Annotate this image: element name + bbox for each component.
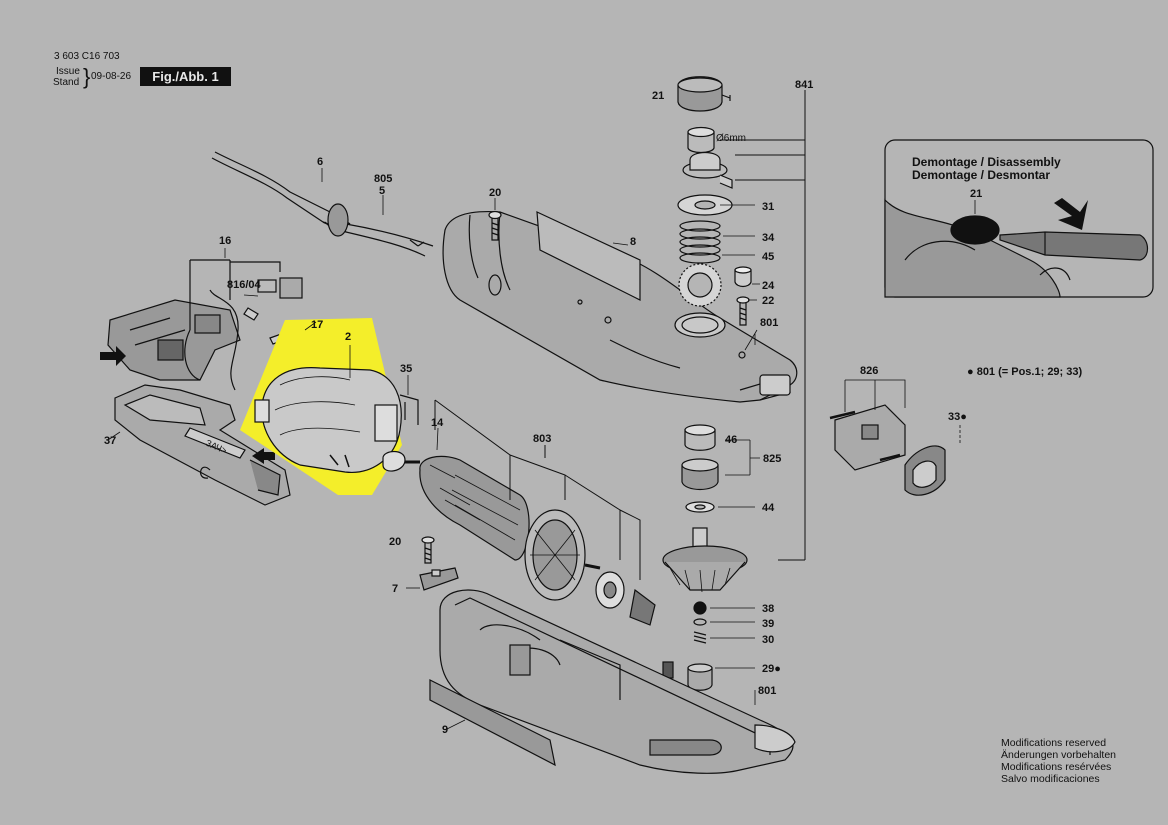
bearing-stack xyxy=(681,424,760,513)
label-35: 35 xyxy=(400,363,412,375)
label-841: 841 xyxy=(795,79,813,91)
label-7: 7 xyxy=(392,583,398,595)
label-38: 38 xyxy=(762,603,774,615)
brush-holder-826 xyxy=(829,379,961,496)
label-17: 17 xyxy=(311,319,323,331)
label-44: 44 xyxy=(762,502,775,514)
issue-date: 09-08-26 xyxy=(91,71,132,82)
label-45: 45 xyxy=(762,251,774,263)
small-parts xyxy=(662,601,755,691)
screw-20-top xyxy=(488,198,502,241)
label-805: 805 xyxy=(374,173,392,185)
disassembly-inset xyxy=(884,139,1154,298)
screw-20-and-part-7 xyxy=(406,536,459,591)
bracket-841 xyxy=(720,90,806,561)
power-cord xyxy=(211,151,434,257)
label-22: 22 xyxy=(762,295,774,307)
label-2: 2 xyxy=(345,331,351,343)
label-46: 46 xyxy=(725,434,737,446)
base-housing xyxy=(429,589,796,774)
label-24: 24 xyxy=(762,280,775,292)
brush-assembly xyxy=(100,259,303,391)
label-801-a: 801 xyxy=(760,317,778,329)
leader-lines-misc xyxy=(107,168,758,731)
label-21-top: 21 xyxy=(652,90,664,102)
label-816-04: 816/04 xyxy=(227,279,262,291)
clip-35 xyxy=(399,375,419,425)
part-labels: 21 Ø6mm 841 31 34 45 24 22 801 6 805 5 2… xyxy=(104,79,982,736)
gear-head-stack xyxy=(677,76,760,326)
legend-note: ● 801 (= Pos.1; 29; 33) xyxy=(967,366,1083,378)
modification-line: Modifications reserved xyxy=(1001,737,1107,749)
inset-title-line2: Demontage / Desmontar xyxy=(912,168,1051,182)
modification-line: Änderungen vorbehalten xyxy=(1001,749,1117,761)
label-30: 30 xyxy=(762,634,774,646)
spring-34 xyxy=(679,220,721,264)
label-826: 826 xyxy=(860,365,878,377)
label-34: 34 xyxy=(762,232,775,244)
stator-2 xyxy=(240,318,402,495)
label-dia-note: Ø6mm xyxy=(716,133,746,144)
label-803: 803 xyxy=(533,433,551,445)
label-20-a: 20 xyxy=(489,187,501,199)
modifications-block: Modifications reserved Änderungen vorbeh… xyxy=(1001,737,1116,785)
figure-label: Fig./Abb. 1 xyxy=(140,67,231,86)
label-801-b: 801 xyxy=(758,685,776,697)
switch-bar-37: ЗАЧ> xyxy=(114,384,291,506)
motor-housing xyxy=(442,210,798,403)
label-33: 33● xyxy=(948,411,967,423)
brace-glyph: } xyxy=(83,64,91,89)
label-9: 9 xyxy=(442,724,448,736)
label-37: 37 xyxy=(104,435,116,447)
bevel-gear xyxy=(662,527,748,593)
label-825: 825 xyxy=(763,453,781,465)
label-8: 8 xyxy=(630,236,636,248)
label-5: 5 xyxy=(379,185,385,197)
label-6: 6 xyxy=(317,156,323,168)
armature-803 xyxy=(382,399,656,626)
label-29: 29● xyxy=(762,663,781,675)
issue-label: Issue xyxy=(56,66,80,77)
label-31: 31 xyxy=(762,201,774,213)
stand-label: Stand xyxy=(53,77,80,88)
label-39: 39 xyxy=(762,618,774,630)
modification-line: Salvo modificaciones xyxy=(1001,773,1100,785)
label-16: 16 xyxy=(219,235,231,247)
modification-line: Modifications resérvées xyxy=(1001,761,1112,773)
inset-title-line1: Demontage / Disassembly xyxy=(912,155,1061,169)
label-20-b: 20 xyxy=(389,536,401,548)
inset-part-label: 21 xyxy=(970,188,982,200)
label-14: 14 xyxy=(431,417,444,429)
doc-number: 3 603 C16 703 xyxy=(54,51,120,62)
